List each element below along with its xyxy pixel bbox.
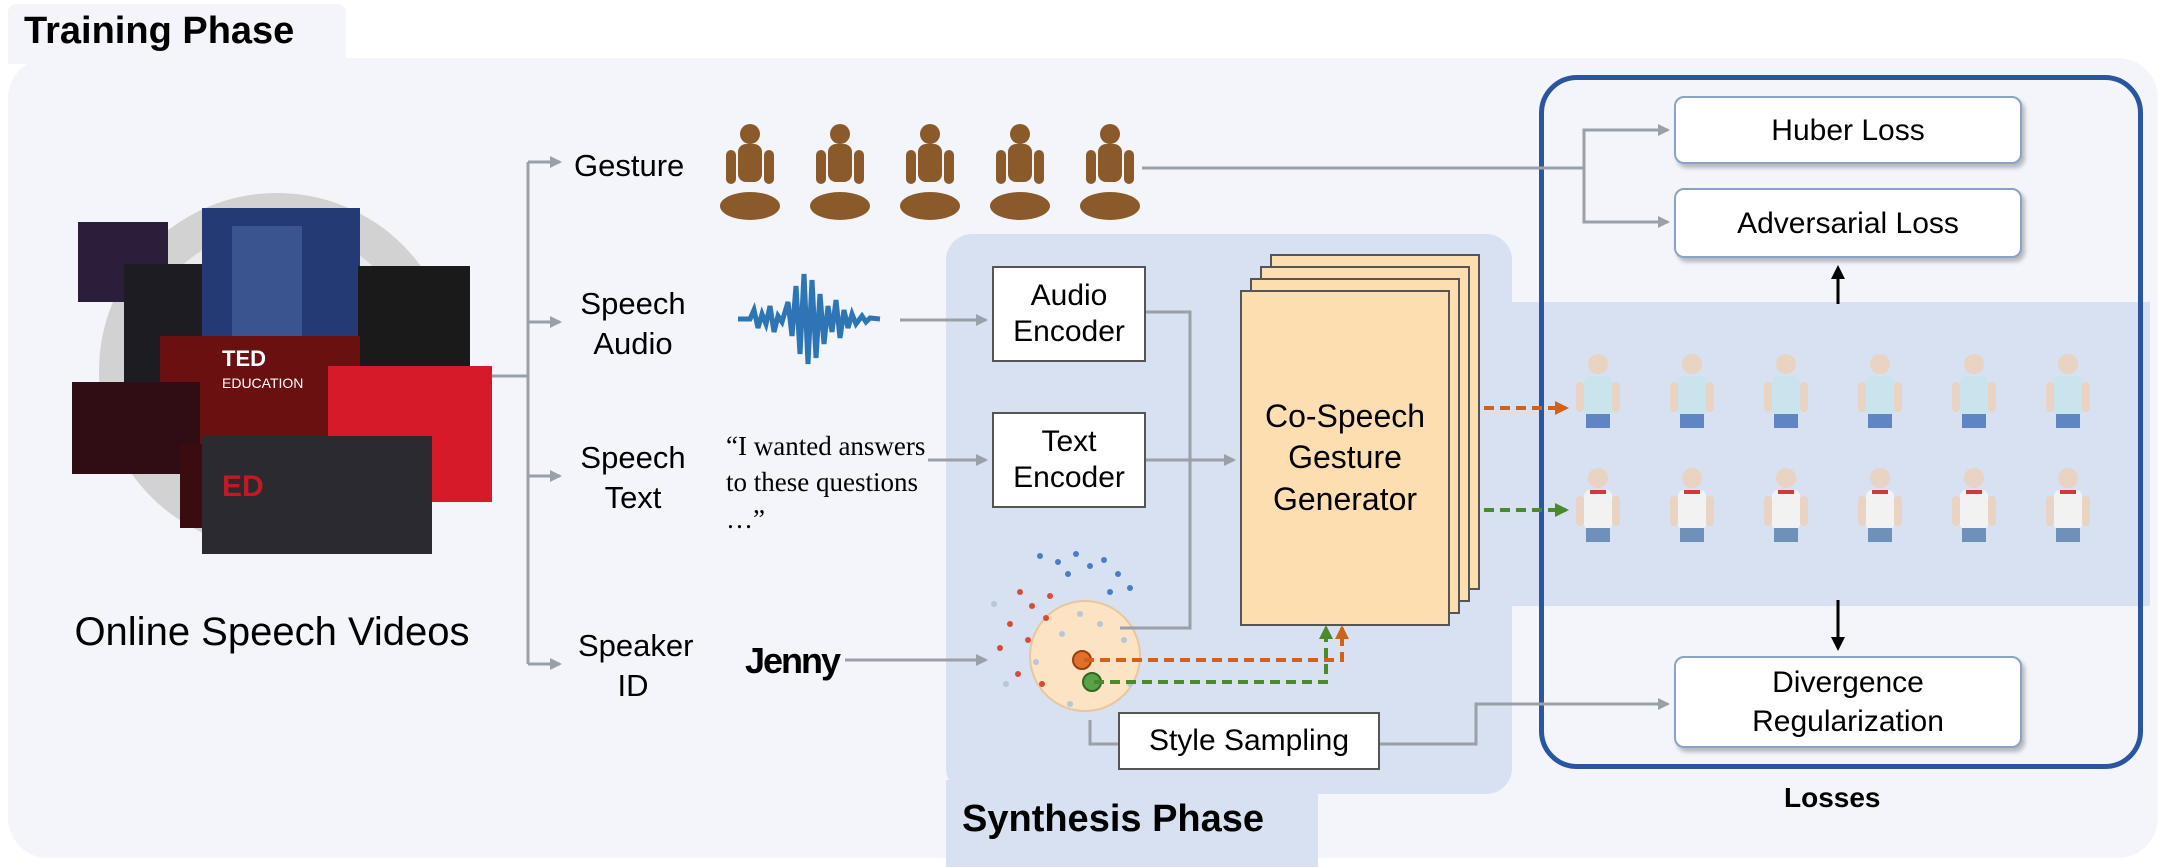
speaker-name-sample: Jenny: [745, 640, 841, 681]
wooden-mannequin-icon: [720, 124, 780, 220]
speech-text-label: Speech Text: [580, 440, 686, 516]
svg-text:EDUCATION: EDUCATION: [222, 375, 303, 391]
gesture-label: Gesture: [574, 148, 685, 183]
audio-encoder-box: Audio Encoder: [992, 266, 1146, 362]
speech-audio-label: Speech Audio: [580, 286, 686, 362]
losses-title: Losses: [1784, 782, 1881, 813]
synthesis-phase-title: Synthesis Phase: [962, 798, 1265, 840]
speech-text-sample: “I wanted answers to these questions …”: [726, 431, 926, 534]
wooden-mannequin-icon: [900, 124, 960, 220]
text-encoder-box: Text Encoder: [992, 412, 1146, 508]
wooden-mannequin-icon: [1080, 124, 1140, 220]
huber-loss-box: Huber Loss: [1674, 96, 2022, 164]
training-phase-tab: [8, 4, 346, 64]
source-title: Online Speech Videos: [74, 610, 470, 654]
svg-text:ED: ED: [222, 470, 264, 503]
wooden-mannequin-icon: [990, 124, 1050, 220]
gesture-mannequins: [720, 122, 1140, 226]
svg-text:TED: TED: [222, 346, 266, 371]
training-phase-title: Training Phase: [24, 10, 295, 52]
speaker-id-label: Speaker ID: [578, 628, 694, 704]
wooden-mannequin-icon: [810, 124, 870, 220]
video-collage-image: TED EDUCATION ED: [72, 186, 494, 556]
synthesis-phase-tab: [946, 780, 1318, 867]
divergence-regularization-box: Divergence Regularization: [1674, 656, 2022, 748]
generator-box: Co-Speech Gesture Generator: [1240, 290, 1450, 626]
audio-waveform-icon: [736, 266, 882, 372]
losses-frame: [1539, 75, 2143, 769]
adversarial-loss-box: Adversarial Loss: [1674, 188, 2022, 258]
style-sampling-box: Style Sampling: [1118, 712, 1380, 770]
generated-gesture-band: [1470, 302, 2150, 606]
